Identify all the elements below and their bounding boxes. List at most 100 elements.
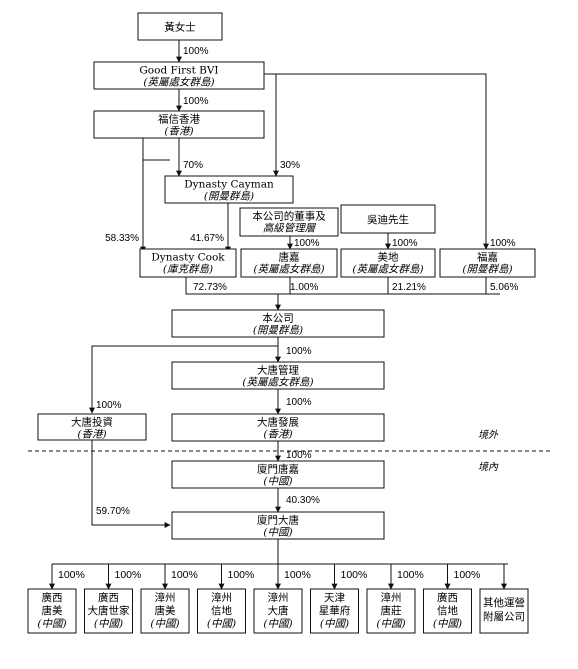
entity-dynasty-cayman: Dynasty Cayman(開曼群島) [164,175,294,204]
subsidiary-name: 信地 [437,604,458,617]
entity-huang: 黃女士 [137,12,223,41]
entity-name: 本公司 [262,312,294,325]
pct-label-dev-xmtj: 100% [286,450,312,461]
subsidiary-name: 唐美 [155,604,176,617]
entity-wu: 吳迪先生 [340,204,436,234]
entity-jurisdiction: (庫克群島) [163,264,213,276]
pct-label-subsidiary: 100% [454,569,481,581]
pct-label-subsidiary: 100% [397,569,424,581]
subsidiary-name: 大唐 [268,604,289,617]
zone-offshore-label: 境外 [478,429,499,441]
entity-jurisdiction: (香港) [263,429,292,441]
entity-jurisdiction: (開曼群島) [462,264,512,276]
entity-jurisdiction: (中國) [263,476,292,488]
subsidiary-jurisdiction: (中國) [433,618,462,630]
pct-label-xmtj-xmdt: 40.30% [286,495,320,506]
subsidiary-name: 唐美 [42,604,63,617]
entity-xiamen-tangjia: 廈門唐嘉(中國) [171,460,385,489]
subsidiary-name: 廣西 [437,591,458,604]
entity-name: 黃女士 [164,21,196,34]
subsidiary-name: 大唐世家 [88,604,130,617]
entity-company: 本公司(開曼群島) [171,309,385,338]
subsidiary-name: 廣西 [98,591,119,604]
entity-name: Good First BVI [139,65,218,77]
pct-label-cayman-cook: 41.67% [190,233,224,244]
subsidiary-jurisdiction: (中國) [150,618,179,630]
pct-label-wu-meidi: 100% [392,238,418,249]
subsidiary-name: 漳州 [268,591,289,604]
entity-dynasty-cook: Dynasty Cook(庫克群島) [139,248,237,278]
pct-label-subsidiary: 100% [115,569,142,581]
subsidiary-name: 漳州 [155,591,176,604]
pct-label-huang-gfbvi: 100% [183,46,209,57]
pct-label-fujia-company: 5.06% [490,282,518,293]
entity-good-first-bvi: Good First BVI(英屬處女群島) [93,61,265,90]
entity-datang-dev: 大唐發展(香港) [171,413,385,442]
entity-jurisdiction: (香港) [164,126,193,138]
connector-lines [52,40,508,565]
pct-label-cook-company: 72.73% [193,282,227,293]
entity-jurisdiction: (英屬處女群島) [143,77,214,89]
subsidiary-name: 附屬公司 [483,610,525,623]
pct-label-meidi-company: 21.21% [392,282,426,293]
entity-name: 吳迪先生 [367,213,409,226]
entity-tangjia: 唐嘉(英屬處女群島) [240,248,338,278]
subsidiary-jurisdiction: (中國) [37,618,66,630]
subsidiary-jurisdiction: (中國) [94,618,123,630]
entity-name: Dynasty Cayman [184,179,274,191]
pct-label-subsidiary: 100% [58,569,85,581]
entity-name: 大唐投資 [71,416,113,429]
entity-name: 本公司的董事及 [252,210,326,223]
subsidiary-name: 天津 [324,592,345,604]
entity-jurisdiction: (英屬處女群島) [352,264,423,276]
subsidiary-name: 信地 [211,604,232,617]
pct-label-gfbvi-fuxin: 100% [183,96,209,107]
subsidiary-name: 星華府 [319,604,351,617]
subsidiary-name: 唐莊 [381,604,402,617]
pct-label-mgmt-dev: 100% [286,397,312,408]
subsidiary-jurisdiction: (中國) [207,618,236,630]
entity-name: 福嘉 [477,251,498,264]
entity-name: 美地 [378,251,399,264]
subsidiary-name: 其他運營 [483,596,525,609]
entity-name: 廈門唐嘉 [257,463,299,476]
entity-xiamen-datang: 廈門大唐(中國) [171,511,385,540]
pct-label-fuxin-cayman: 70% [183,160,203,171]
entity-name: 唐嘉 [279,251,300,264]
pct-label-subsidiary: 100% [341,569,368,581]
entity-jurisdiction: 高級管理層 [263,223,317,235]
subsidiary-name: 漳州 [381,591,402,604]
entity-name: 福信香港 [158,113,200,126]
pct-label-directors-tangjia: 100% [294,238,320,249]
entity-jurisdiction: (英屬處女群島) [242,377,313,389]
entity-name: Dynasty Cook [151,252,225,264]
entity-name: 廈門大唐 [257,514,299,527]
entity-jurisdiction: (英屬處女群島) [253,264,324,276]
pct-label-fuxin-cook: 58.33% [105,233,139,244]
entity-fuxin-hk: 福信香港(香港) [93,110,265,139]
entity-name: 大唐管理 [257,364,299,377]
subsidiary-jurisdiction: (中國) [263,618,292,630]
pct-label-company-mgmt: 100% [286,346,312,357]
subsidiary-name: 漳州 [211,591,232,604]
pct-label-subsidiary: 100% [228,569,255,581]
pct-label-gfbvi-cayman: 30% [280,160,300,171]
subsidiary-jurisdiction: (中國) [376,618,405,630]
subsidiary-jurisdiction: (中國) [320,618,349,630]
pct-label-subsidiary: 100% [284,569,311,581]
entity-jurisdiction: (香港) [77,429,106,441]
pct-label-company-invest: 100% [96,400,122,411]
pct-label-tangjia-company: 1.00% [290,282,318,293]
pct-label-gfbvi-fujia: 100% [490,238,516,249]
entity-jurisdiction: (開曼群島) [253,325,303,337]
